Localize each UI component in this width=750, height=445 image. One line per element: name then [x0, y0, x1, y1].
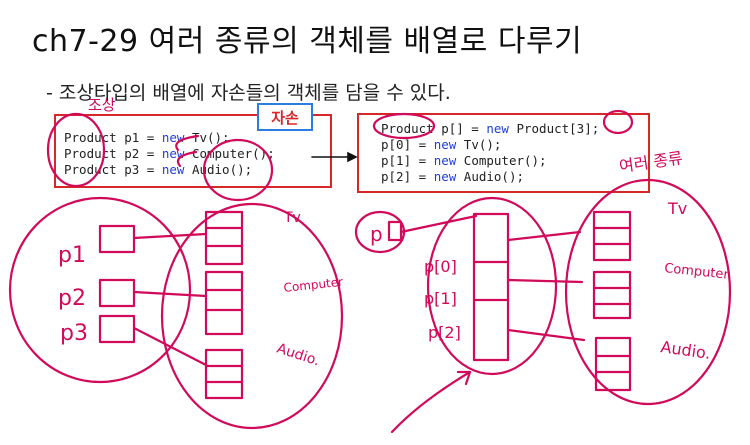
- ink-object-computer: [592, 270, 632, 320]
- code-line: p[2] = new Audio();: [381, 169, 524, 184]
- ink-line: [132, 290, 208, 298]
- ink-circle: [602, 109, 634, 135]
- ink-label-p0: p[0]: [424, 257, 457, 276]
- ink-label-p2: p2: [58, 286, 86, 311]
- ink-circle: [426, 196, 558, 376]
- ink-label-p: p: [370, 222, 383, 246]
- ink-object-tv: [204, 210, 244, 266]
- ink-note-right: 여러 종류: [618, 148, 684, 176]
- ink-arrowhead: [456, 370, 472, 386]
- ink-line: [399, 214, 478, 234]
- ink-label-audio: Audio.: [275, 341, 322, 370]
- ink-arrow: [176, 150, 198, 168]
- ink-line: [506, 278, 584, 284]
- ink-object-tv: [592, 210, 632, 262]
- ink-circle: [8, 196, 192, 384]
- slide-title: ch7-29 여러 종류의 객체를 배열로 다루기: [32, 24, 583, 59]
- descendant-tag: 자손: [257, 103, 313, 131]
- bullet-text: - 조상타입의 배열에 자손들의 객체를 담을 수 있다.: [46, 82, 451, 104]
- ink-circle: [160, 202, 344, 430]
- ink-box: [387, 220, 403, 242]
- ink-label-tv-right: Tv: [667, 199, 687, 218]
- code-line: p[0] = new Tv();: [381, 137, 502, 152]
- ink-object-audio: [594, 336, 632, 392]
- ink-array: [472, 212, 510, 362]
- ink-circle: [46, 112, 106, 188]
- ink-box: [98, 278, 136, 308]
- ink-label-computer: Computer: [283, 275, 344, 295]
- ink-box: [98, 224, 136, 254]
- ink-line: [506, 230, 582, 242]
- ink-circle: [372, 112, 436, 140]
- ink-object-computer: [204, 270, 244, 336]
- ink-circle: [564, 178, 732, 406]
- ink-note-left: 조상: [88, 96, 116, 114]
- ink-label-audio-right: Audio.: [659, 337, 711, 363]
- ink-arrow: [175, 134, 200, 152]
- ink-label-p1: p1: [58, 243, 86, 268]
- code-line: p[1] = new Computer();: [381, 153, 547, 168]
- ink-label-p1-arr: p[1]: [424, 289, 457, 308]
- ink-line: [132, 232, 208, 240]
- ink-arrow: [390, 370, 472, 434]
- ink-object-audio: [204, 348, 244, 400]
- code-line: Product p3 = new Audio();: [64, 162, 253, 177]
- ink-label-tv: Tv: [283, 210, 301, 226]
- code-box-right: Product p[] = new Product[3]; p[0] = new…: [357, 113, 650, 193]
- ink-box: [98, 314, 136, 344]
- ink-line: [132, 326, 208, 367]
- ink-label-p3: p3: [60, 321, 88, 346]
- ink-label-p2-arr: p[2]: [428, 323, 461, 342]
- code-line: Product p1 = new Tv();: [64, 130, 230, 145]
- code-line: Product p[] = new Product[3];: [381, 121, 600, 136]
- ink-circle: [202, 138, 274, 202]
- ink-line: [506, 328, 586, 342]
- ink-label-computer-right: Computer: [664, 261, 730, 283]
